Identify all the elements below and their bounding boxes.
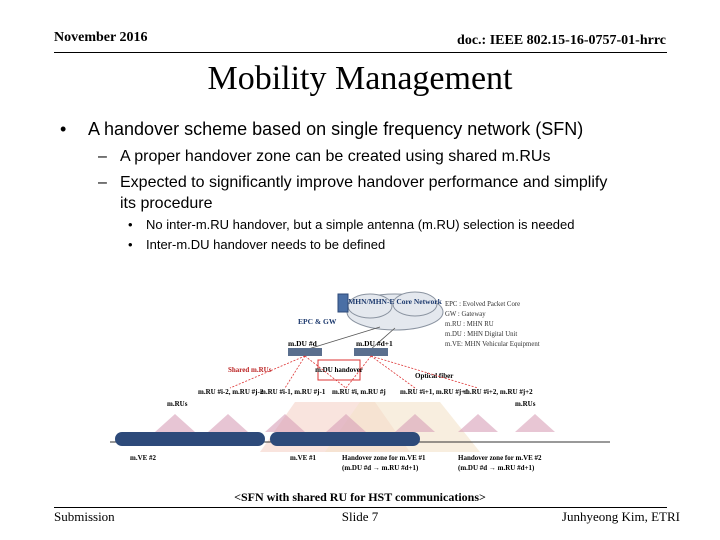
bullet-sub-1: – A proper handover zone can be created …: [98, 146, 618, 167]
bullet-main: • A handover scheme based on single freq…: [60, 118, 583, 140]
mdu-right-label: m.DU #d+1: [356, 339, 393, 348]
antenna-beam: [395, 414, 435, 432]
fiber-link: [284, 355, 306, 389]
mru-label: m.RU #i+1, m.RU #j+1: [400, 388, 469, 396]
slide-title: Mobility Management: [207, 60, 513, 97]
epc-gw-server-icon: [337, 293, 349, 313]
legend-item: m.RU : MHN RU: [445, 321, 494, 328]
mdu-left-icon: [288, 348, 322, 356]
bullet-sub-2: – Expected to significantly improve hand…: [98, 172, 618, 214]
fiber-link: [229, 355, 306, 389]
figure-caption: <SFN with shared RU for HST communicatio…: [234, 490, 486, 504]
bullet-main-text: A handover scheme based on single freque…: [88, 119, 584, 139]
footer-author: Junhyeong Kim, ETRI: [561, 509, 680, 524]
legend-item: m.DU : MHN Digital Unit: [445, 331, 517, 338]
bullet-sub-2-text: Expected to significantly improve handov…: [120, 174, 608, 212]
handover-zone-2-label: Handover zone for m.VE #2: [458, 454, 542, 462]
footer-slide-number: Slide 7: [341, 509, 379, 524]
sfn-handover-diagram: MHN/MHN-E Core Network EPC & GW EPC : Ev…: [110, 291, 610, 472]
footer-divider: [54, 507, 667, 508]
optical-fiber-label: Optical fiber: [415, 372, 453, 380]
bullet-subsub-2: • Inter-m.DU handover needs to be define…: [128, 236, 385, 253]
antenna-beam: [208, 414, 248, 432]
shared-mrus-label: Shared m.RUs: [228, 366, 272, 374]
legend-item: m.VE: MHN Vehicular Equipment: [445, 341, 540, 348]
fiber-link: [304, 355, 347, 389]
bullet-subsub-1: • No inter-m.RU handover, but a simple a…: [128, 216, 575, 233]
header-divider: [54, 52, 667, 53]
header-doc-id: doc.: IEEE 802.15-16-0757-01-hrrc: [457, 33, 666, 48]
epc-gw-label: EPC & GW: [298, 317, 337, 326]
antenna-beam: [155, 414, 195, 432]
antenna-beam: [515, 414, 555, 432]
header-date: November 2016: [54, 30, 148, 45]
backhaul-link: [369, 327, 396, 351]
mru-label: m.RU #i, m.RU #j: [332, 388, 386, 396]
fiber-link: [370, 355, 416, 389]
bullet-dot: •: [60, 119, 67, 139]
mve2-label: m.VE #2: [130, 454, 157, 462]
mrus-left-label: m.RUs: [167, 400, 188, 408]
mru-label: m.RU #i-2, m.RU #j-2: [198, 388, 264, 396]
train-mve1-icon: [270, 432, 420, 446]
core-network-label: MHN/MHN-E Core Network: [348, 297, 442, 306]
bullet-subsub-2-text: Inter-m.DU handover needs to be defined: [146, 237, 386, 252]
fiber-link: [370, 355, 479, 389]
legend-item: GW : Gateway: [445, 311, 486, 318]
mve1-label: m.VE #1: [290, 454, 317, 462]
antenna-beam: [326, 414, 366, 432]
footer-submission: Submission: [54, 509, 115, 524]
legend-item: EPC : Evolved Packet Core: [445, 301, 520, 308]
bullet-small-dot: •: [128, 217, 133, 232]
mdu-right-icon: [354, 348, 388, 356]
handover-zone-1-label: Handover zone for m.VE #1: [342, 454, 426, 462]
antenna-beam: [265, 414, 305, 432]
bullet-subsub-1-text: No inter-m.RU handover, but a simple ant…: [146, 217, 575, 232]
handover-zone-2-sublabel: (m.DU #d → m.RU #d+1): [458, 464, 535, 472]
mdu-left-label: m.DU #d: [288, 339, 318, 348]
antenna-beam: [458, 414, 498, 432]
mru-label: m.RU #i+2, m.RU #j+2: [464, 388, 533, 396]
mru-label: m.RU #i-1, m.RU #j-1: [260, 388, 326, 396]
bullet-sub-1-text: A proper handover zone can be created us…: [120, 148, 551, 165]
bullet-dash: –: [98, 148, 107, 165]
mdu-handover-label: m.DU handover: [315, 366, 363, 374]
bullet-small-dot: •: [128, 237, 133, 252]
backhaul-link: [304, 326, 381, 351]
handover-zone-1-sublabel: (m.DU #d → m.RU #d+1): [342, 464, 419, 472]
train-mve2-icon: [115, 432, 265, 446]
bullet-dash: –: [98, 174, 107, 191]
mrus-right-label: m.RUs: [515, 400, 536, 408]
